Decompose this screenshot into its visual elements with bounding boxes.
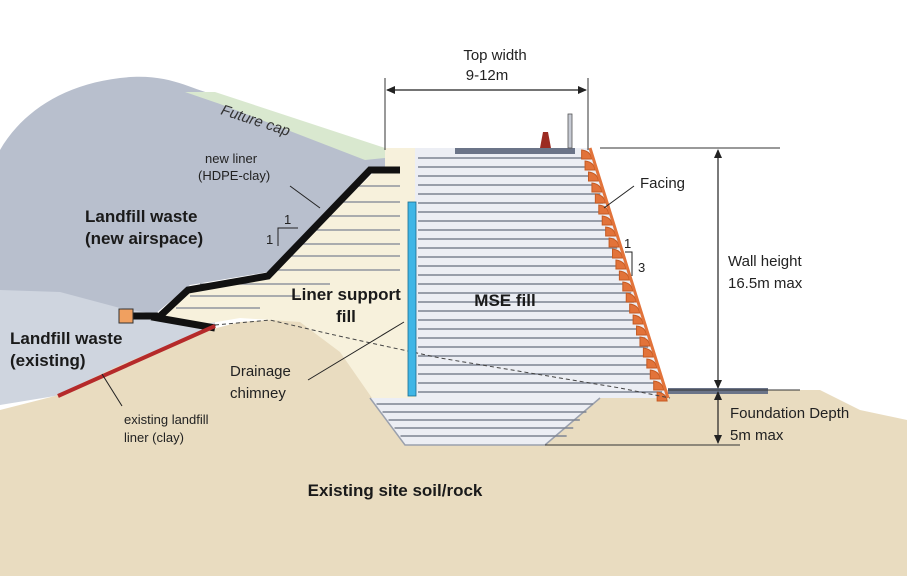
- new-liner-leader: [289, 185, 321, 209]
- new-liner-label: new liner: [205, 151, 258, 166]
- slope-indicator-right: [625, 251, 633, 276]
- wall-height-value: 16.5m max: [728, 275, 803, 292]
- foundation-depth-value: 5m max: [730, 427, 784, 444]
- slope-right-horizontal: 1: [624, 236, 631, 251]
- mse-fill-label: MSE fill: [474, 291, 535, 310]
- drain-pipe-icon: [540, 113, 573, 149]
- drainage-chimney: [407, 201, 417, 397]
- slope-right-vertical: 3: [638, 260, 645, 275]
- drainage-leader: [307, 321, 405, 381]
- new-liner-hdpe-clay: [150, 166, 400, 332]
- site-soil-label: Existing site soil/rock: [308, 481, 483, 500]
- existing-site-soil: [0, 318, 907, 576]
- existing-liner-sublabel: liner (clay): [124, 430, 184, 445]
- existing-liner-leader: [101, 373, 123, 407]
- foundation-trench: [369, 397, 601, 446]
- facing-edge-line: [588, 147, 670, 399]
- liner-support-fill-area: [160, 148, 415, 398]
- landfill-new-sublabel: (new airspace): [85, 229, 203, 248]
- facing-panels: [581, 149, 668, 402]
- existing-landfill-liner-clay: [57, 324, 216, 398]
- slope-indicator-left: [277, 227, 298, 246]
- foundation-depth-label: Foundation Depth: [730, 405, 849, 422]
- mse-fill-block: [370, 148, 668, 445]
- facing-leader: [603, 185, 635, 209]
- existing-liner-label: existing landfill: [124, 412, 209, 427]
- landfill-existing-label: Landfill waste: [10, 329, 122, 348]
- new-landfill-waste-area: [0, 76, 385, 314]
- facing-label: Facing: [640, 175, 685, 192]
- mse-top-cap-slab: [455, 148, 575, 154]
- top-width-value: 9-12m: [466, 67, 509, 84]
- new-liner-material: (HDPE-clay): [198, 168, 270, 183]
- landfill-new-label: Landfill waste: [85, 207, 197, 226]
- drainage-chimney-sublabel: chimney: [230, 385, 286, 402]
- liner-connection-block: [118, 308, 134, 324]
- drainage-chimney-label: Drainage: [230, 363, 291, 380]
- liner-support-sublabel: fill: [336, 307, 356, 326]
- mse-reinforcement-layers: [376, 157, 663, 437]
- slope-left-vertical: 1: [266, 232, 273, 247]
- liner-support-layers: [176, 185, 400, 309]
- slope-left-horizontal: 1: [284, 212, 291, 227]
- top-width-label: Top width: [463, 47, 526, 64]
- liner-support-label: Liner support: [291, 285, 401, 304]
- wall-height-label: Wall height: [728, 253, 802, 270]
- landfill-existing-sublabel: (existing): [10, 351, 86, 370]
- future-cap-band: [185, 92, 385, 160]
